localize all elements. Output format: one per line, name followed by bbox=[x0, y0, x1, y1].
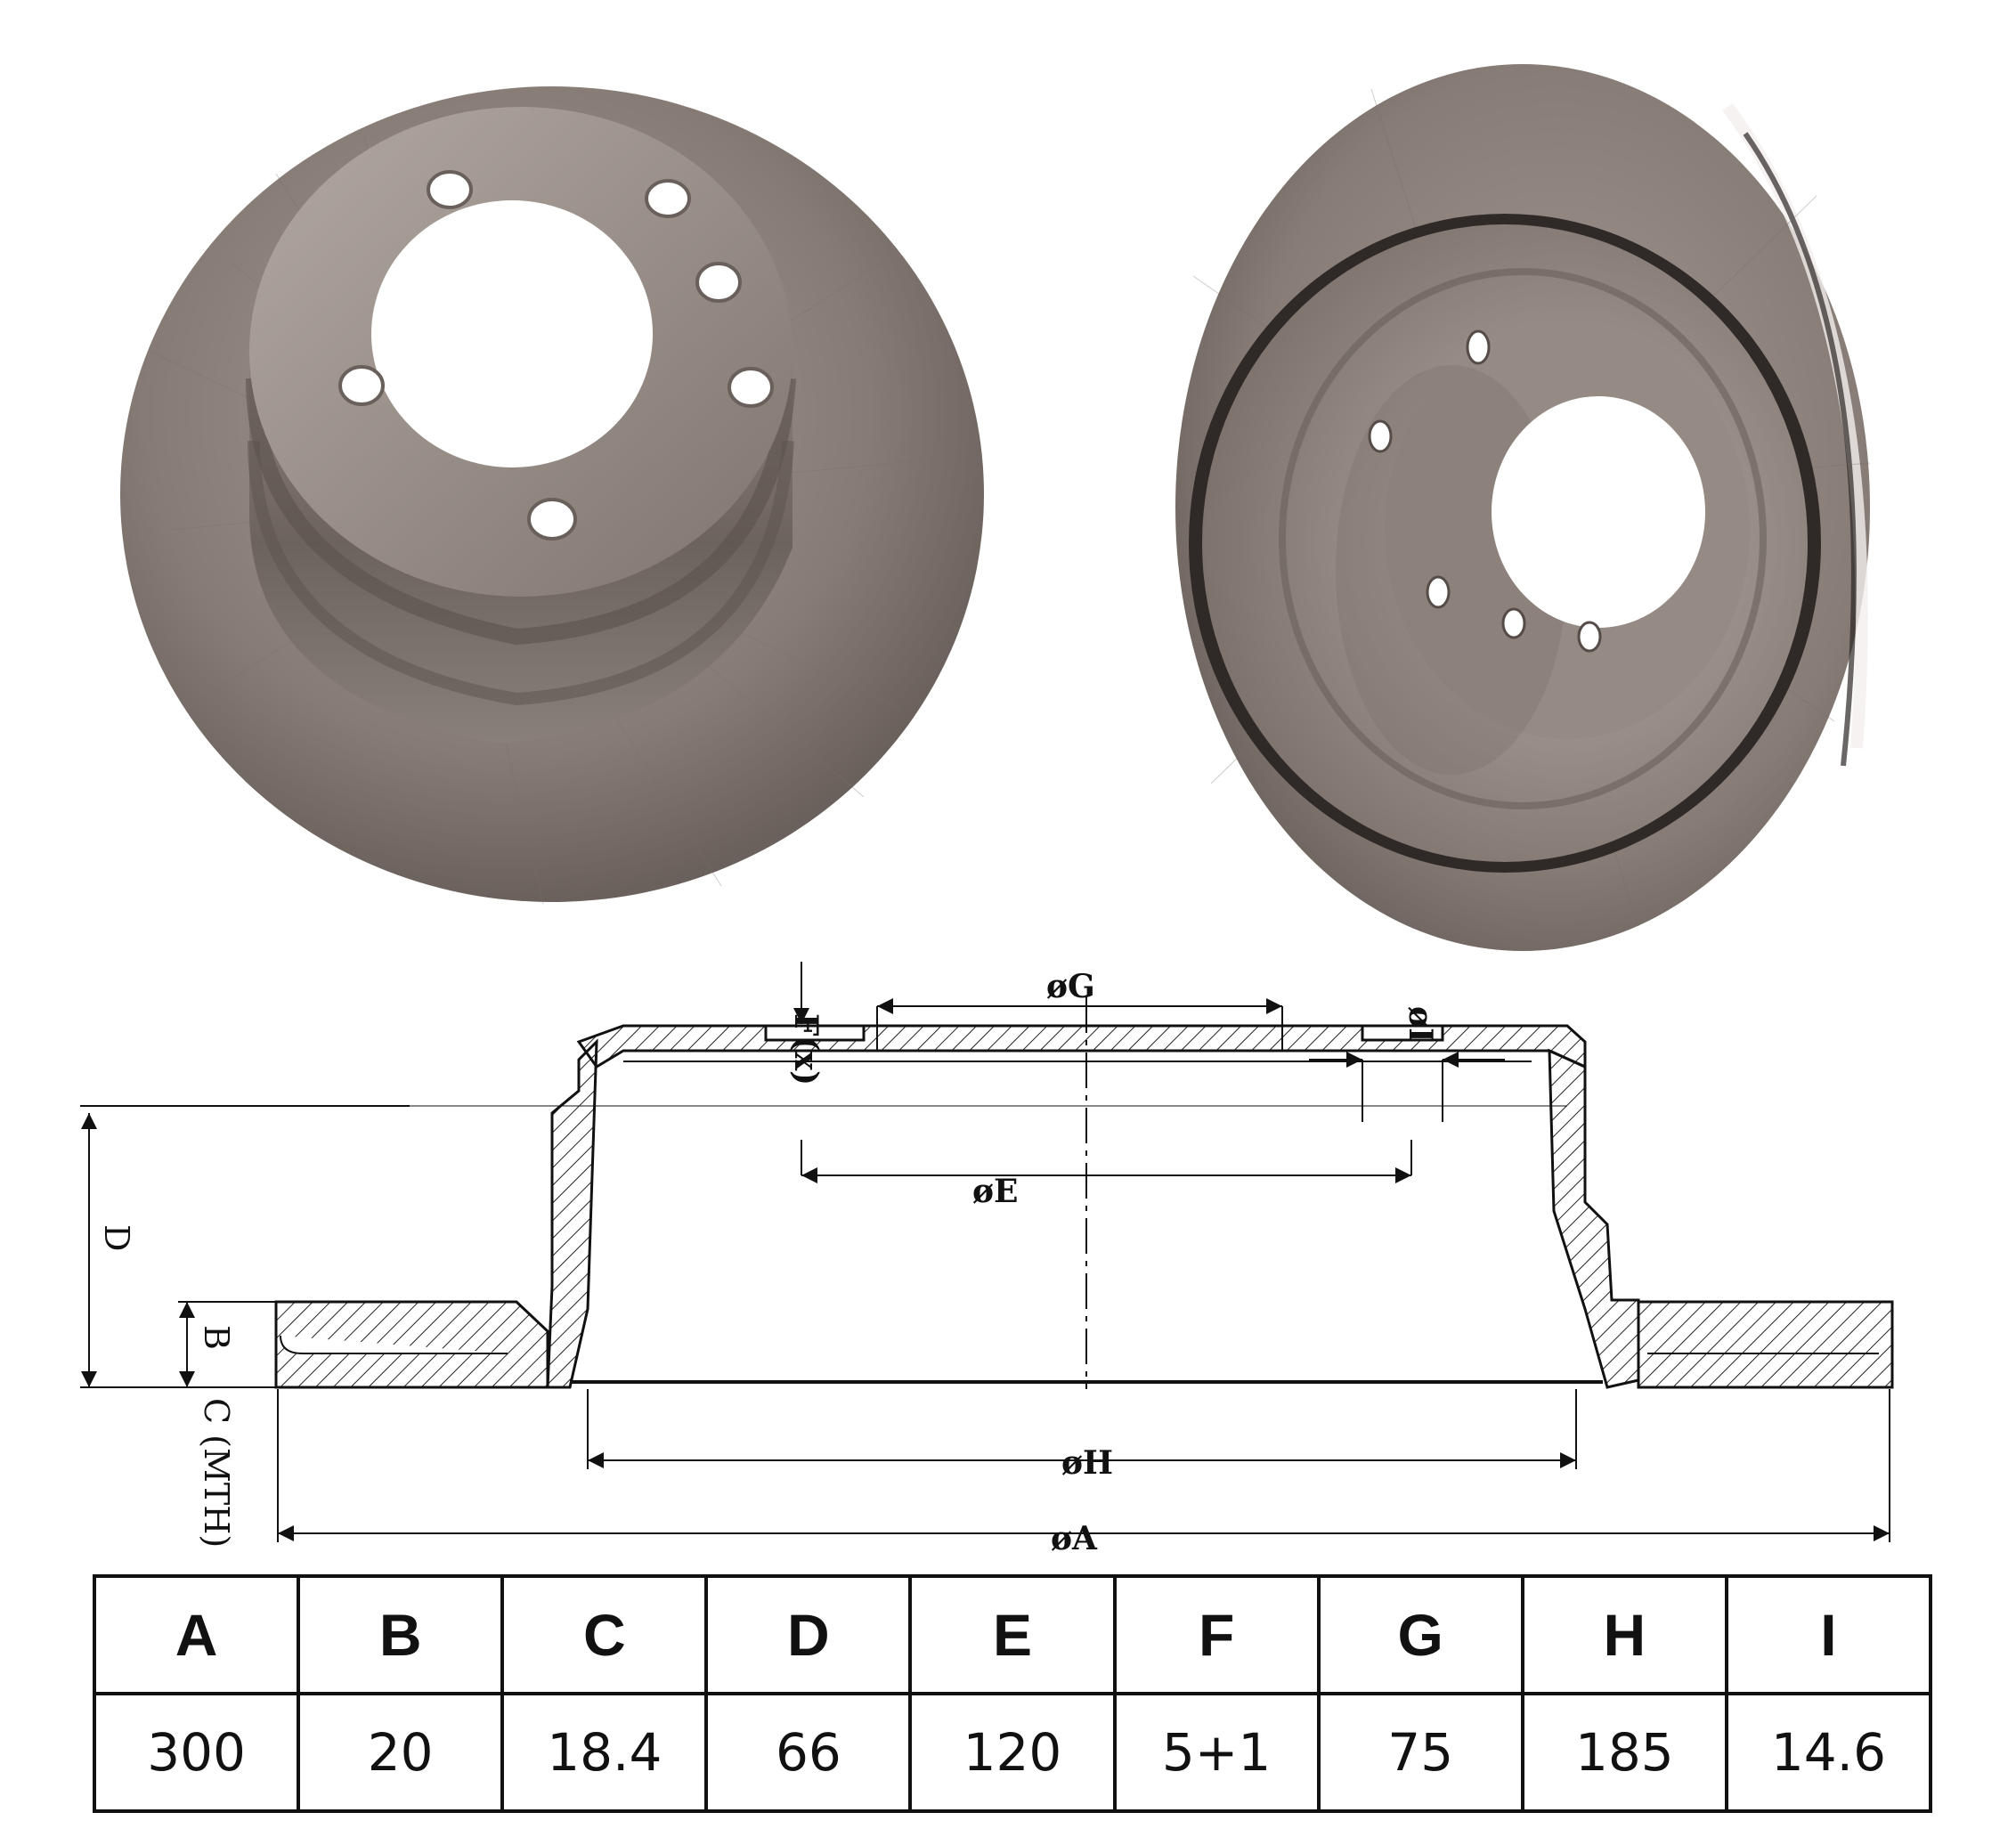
spec-value-d: 66 bbox=[704, 1692, 913, 1813]
spec-value-row: 300 20 18.4 66 120 5+1 75 185 14.6 bbox=[92, 1692, 1933, 1813]
label-d: D bbox=[97, 1224, 136, 1251]
spec-value-e: 120 bbox=[908, 1692, 1117, 1813]
spec-header-i: I bbox=[1724, 1574, 1933, 1695]
brake-disc-photo-front bbox=[120, 86, 984, 905]
spec-header-g: G bbox=[1316, 1574, 1524, 1695]
label-i: øI bbox=[1402, 1006, 1439, 1043]
spec-table: A B C D E F G H I 300 20 18.4 66 120 5+1… bbox=[92, 1574, 1933, 1813]
spec-header-b: B bbox=[297, 1574, 505, 1695]
spec-value-f: 5+1 bbox=[1112, 1692, 1321, 1813]
spec-header-e: E bbox=[908, 1574, 1117, 1695]
spec-value-g: 75 bbox=[1316, 1692, 1524, 1813]
spec-value-i: 14.6 bbox=[1724, 1692, 1933, 1813]
spec-header-d: D bbox=[704, 1574, 913, 1695]
label-g: øG bbox=[1046, 968, 1095, 1005]
spec-value-b: 20 bbox=[297, 1692, 505, 1813]
spec-header-h: H bbox=[1520, 1574, 1728, 1695]
spec-value-c: 18.4 bbox=[500, 1692, 709, 1813]
label-fx: F(x) bbox=[787, 1013, 825, 1085]
dimension-lines bbox=[80, 962, 1890, 1542]
spec-value-a: 300 bbox=[92, 1692, 301, 1813]
label-h: øH bbox=[1061, 1444, 1113, 1482]
spec-header-c: C bbox=[500, 1574, 709, 1695]
disc-profile bbox=[274, 1024, 1894, 1389]
spec-value-h: 185 bbox=[1520, 1692, 1728, 1813]
spec-header-f: F bbox=[1112, 1574, 1321, 1695]
cross-section-drawing: F(x) øG øI øE D B C (MTH) øH øA bbox=[80, 962, 1894, 1557]
brake-disc-photo-back bbox=[1175, 64, 1870, 951]
label-b: B bbox=[197, 1325, 236, 1350]
label-e: øE bbox=[972, 1173, 1018, 1210]
label-c: C (MTH) bbox=[197, 1398, 236, 1548]
spec-header-a: A bbox=[92, 1574, 301, 1695]
label-a: øA bbox=[1051, 1520, 1098, 1557]
spec-header-row: A B C D E F G H I bbox=[92, 1574, 1933, 1695]
